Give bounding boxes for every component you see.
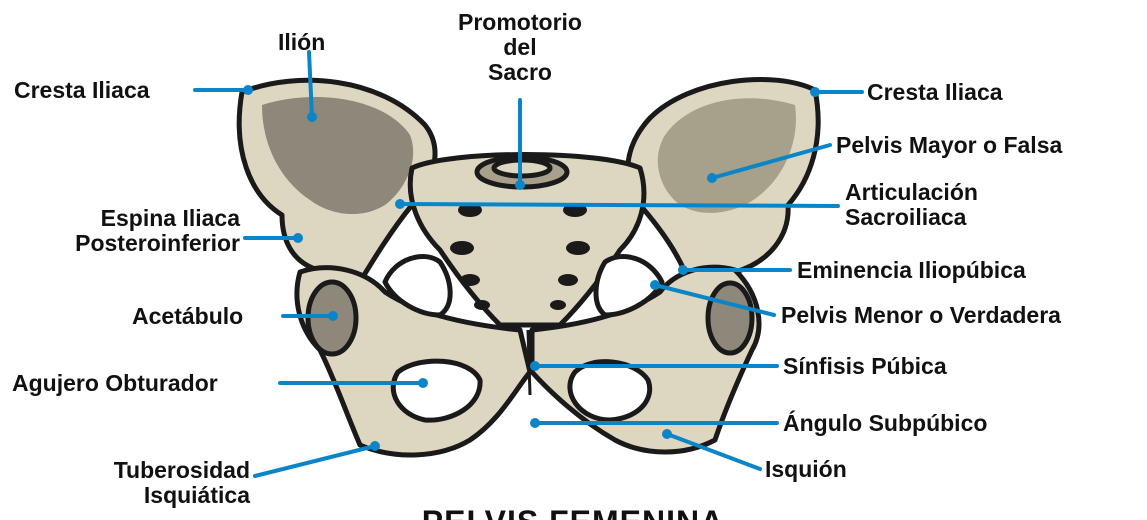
label-tuberosidad-line2: Isquiática	[40, 483, 250, 508]
label-acetabulo: Acetábulo	[132, 304, 243, 329]
label-promontorio-line2: del	[440, 35, 600, 60]
label-pelvis-menor: Pelvis Menor o Verdadera	[781, 303, 1061, 328]
right-acetabulum-socket	[708, 283, 752, 353]
right-obturator-foramen	[570, 362, 650, 420]
label-angulo-subpubico: Ángulo Subpúbico	[783, 411, 987, 436]
label-agujero-obturador: Agujero Obturador	[12, 371, 218, 396]
label-espina-line2: Posteroinferior	[20, 231, 240, 256]
label-isquion: Isquión	[765, 457, 847, 482]
label-cresta-iliaca-right: Cresta Iliaca	[867, 80, 1003, 105]
label-cresta-iliaca-left: Cresta Iliaca	[14, 78, 150, 103]
pelvis-bones	[239, 79, 818, 455]
label-tuberosidad-isquiatica: Tuberosidad Isquiática	[40, 458, 250, 508]
label-espina-iliaca: Espina Iliaca Posteroinferior	[20, 206, 240, 256]
label-espina-line1: Espina Iliaca	[20, 206, 240, 231]
label-sinfisis-pubica: Sínfisis Púbica	[783, 354, 947, 379]
label-eminencia-iliopubica: Eminencia Iliopúbica	[797, 258, 1026, 283]
label-promontorio-line1: Promotorio	[440, 10, 600, 35]
label-promontorio: Promotorio del Sacro	[440, 10, 600, 85]
label-articulacion-line2: Sacroiliaca	[845, 205, 978, 230]
label-pelvis-mayor: Pelvis Mayor o Falsa	[836, 133, 1062, 158]
label-promontorio-line3: Sacro	[440, 60, 600, 85]
label-articulacion-sacroiliaca: Articulación Sacroiliaca	[845, 180, 978, 230]
diagram-title: PELVIS FEMENINA	[422, 504, 724, 520]
pubic-symphysis	[528, 330, 530, 395]
label-ilion: Ilión	[278, 30, 325, 55]
label-articulacion-line1: Articulación	[845, 180, 978, 205]
label-tuberosidad-line1: Tuberosidad	[40, 458, 250, 483]
